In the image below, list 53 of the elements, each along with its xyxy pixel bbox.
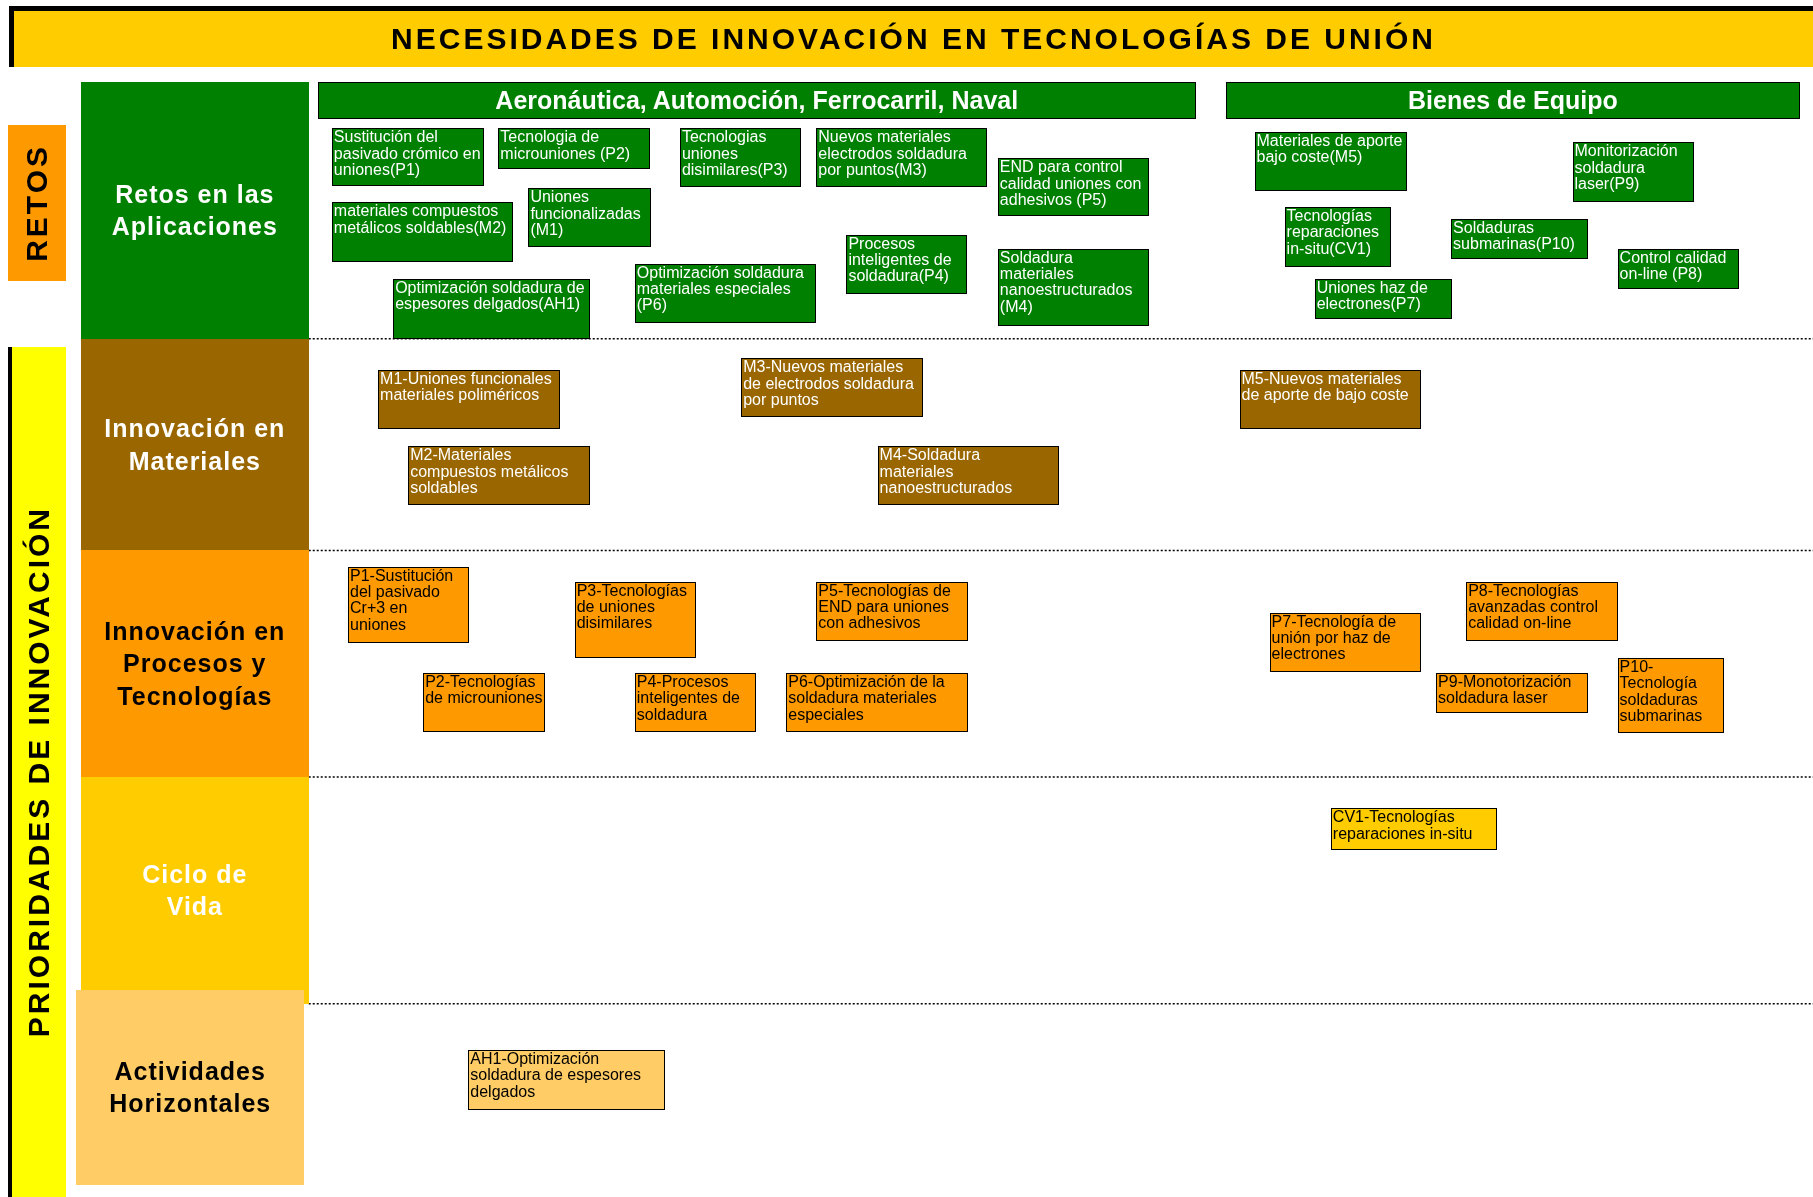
topic-box: P3-Tecnologías de uniones disimilares	[574, 581, 697, 658]
topic-box: END para control calidad uniones con adhesivos (P5)	[997, 158, 1150, 217]
row-header	[80, 82, 309, 339]
topic-box: Tecnologías reparaciones in-situ(CV1)	[1284, 206, 1391, 268]
column-title: Aeronáutica, Automoción, Ferrocarril, Naval	[494, 86, 1020, 116]
row-title: Retos en las Aplicaciones	[110, 178, 279, 243]
topic-box: M1-Uniones funcionales materiales poliméricos	[378, 370, 560, 429]
topic-box: P6-Optimización de la soldadura materiales especiales	[786, 672, 968, 732]
topic-box: P9-Monotorización soldadura laser	[1436, 672, 1588, 714]
topic-box: Soldaduras submarinas(P10)	[1451, 218, 1588, 259]
topic-box: Tecnologia de microuniones (P2)	[498, 128, 650, 169]
topic-box: P5-Tecnologías de END para uniones con adhesivos	[816, 581, 968, 641]
column-header	[317, 82, 1196, 120]
topic-box: Monitorización soldadura laser(P9)	[1572, 142, 1694, 203]
topic-box: Control calidad on-line (P8)	[1617, 248, 1739, 290]
side-band	[8, 124, 66, 281]
topic-box: Procesos inteligentes de soldadura(P4)	[846, 234, 967, 294]
topic-box: M3-Nuevos materiales de electrodos soldadura por puntos	[741, 358, 923, 418]
row-title: Ciclo de Vida	[141, 858, 249, 923]
topic-box: Optimización soldadura materiales especiales (P6)	[634, 263, 817, 323]
topic-box: materiales compuestos metálicos soldables(M2)	[331, 202, 514, 263]
topic-box: P8-Tecnologías avanzadas control calidad on-line	[1466, 581, 1618, 641]
topic-box: P2-Tecnologías de microuniones	[423, 672, 545, 732]
topic-box: CV1-Tecnologías reparaciones in-situ	[1330, 808, 1498, 850]
topic-box: Optimización soldadura de espesores delgados(AH1)	[393, 278, 590, 339]
side-band	[8, 346, 66, 1197]
topic-box: M5-Nuevos materiales de aporte de bajo coste	[1239, 370, 1422, 429]
topic-box: Nuevos materiales electrodos soldadura por puntos(M3)	[816, 128, 988, 188]
topic-box: Materiales de aporte bajo coste(M5)	[1254, 131, 1408, 191]
topic-box: M2-Materiales compuestos metálicos soldables	[408, 446, 590, 506]
topic-box: M4-Soldadura materiales nanoestructurados	[877, 446, 1060, 506]
topic-box: P7-Tecnología de unión por haz de electrones	[1269, 612, 1422, 672]
side-label: PRIORIDADES DE INNOVACIÓN	[22, 506, 56, 1038]
row-title: Innovación en Procesos y Tecnologías	[103, 615, 287, 712]
topic-box: Tecnologias uniones disimilares(P3)	[679, 128, 802, 188]
column-title: Bienes de Equipo	[1407, 86, 1619, 116]
topic-box: P4-Procesos inteligentes de soldadura	[634, 672, 757, 732]
row-header	[80, 777, 309, 1004]
row-header	[80, 550, 309, 777]
row-title: Actividades Horizontales	[108, 1055, 273, 1120]
title-banner: NECESIDADES DE INNOVACIÓN EN TECNOLOGÍAS DE UNIÓN	[9, 6, 1813, 67]
row-header	[80, 338, 309, 551]
topic-box: P1-Sustitución del pasivado Cr+3 en uniones	[348, 566, 470, 643]
column-header	[1225, 82, 1801, 120]
topic-box: P10-Tecnología soldaduras submarinas	[1617, 657, 1724, 734]
side-label: RETOS	[20, 144, 54, 262]
topic-box: AH1-Optimización soldadura de espesores delgados	[468, 1049, 665, 1110]
topic-box: Uniones haz de electrones(P7)	[1314, 278, 1453, 320]
topic-box: Soldadura materiales nanoestructurados (M4)	[997, 248, 1150, 327]
topic-box: Uniones funcionalizadas (M1)	[528, 188, 651, 248]
topic-box: Sustitución del pasivado crómico en uniones(P1)	[331, 128, 485, 187]
row-header	[76, 989, 305, 1186]
row-title: Innovación en Materiales	[103, 413, 287, 477]
